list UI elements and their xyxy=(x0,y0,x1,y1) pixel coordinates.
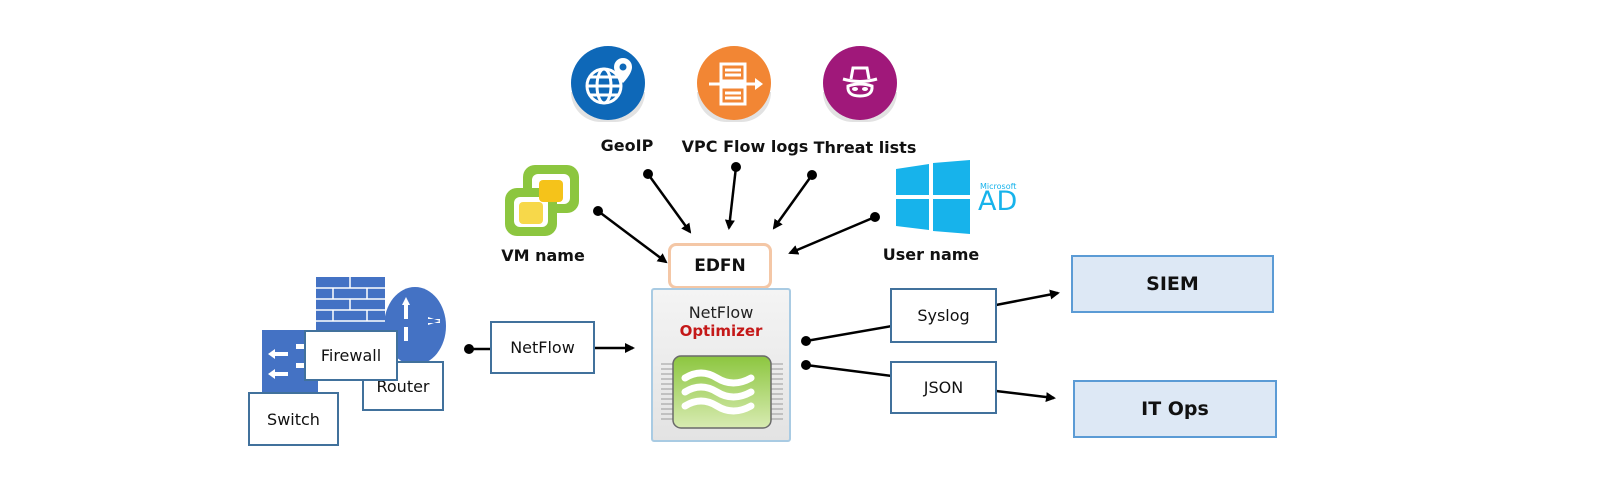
netflow-input-box: NetFlow xyxy=(490,321,595,374)
ad-brand-large: AD xyxy=(978,186,1018,217)
nfo-to-json-connector xyxy=(805,363,893,378)
spy-mask-icon xyxy=(823,46,897,120)
json-to-itops-connector xyxy=(995,389,1056,403)
syslog-label: Syslog xyxy=(917,306,970,325)
itops-label: IT Ops xyxy=(1141,398,1209,420)
firewall-label: Firewall xyxy=(320,346,382,365)
threat-connector xyxy=(772,174,814,230)
syslog-out-dot xyxy=(801,336,811,346)
json-box: JSON xyxy=(890,361,997,414)
itops-box: IT Ops xyxy=(1073,380,1277,438)
vmware-icon xyxy=(503,162,583,242)
nfo-appliance-icon xyxy=(659,354,785,430)
user-label: User name xyxy=(882,245,980,264)
geoip-connector xyxy=(646,173,692,234)
user-dot xyxy=(870,212,880,222)
nfo-title: NetFlow xyxy=(688,303,754,322)
user-connector xyxy=(788,215,876,255)
vpc-label: VPC Flow logs xyxy=(681,137,809,156)
geoip-label: GeoIP xyxy=(600,136,654,155)
json-out-dot xyxy=(801,360,811,370)
syslog-box: Syslog xyxy=(890,288,997,343)
vpc-dot xyxy=(731,162,741,172)
globe-location-icon xyxy=(571,46,645,120)
json-label: JSON xyxy=(923,378,964,397)
vm-label: VM name xyxy=(501,246,585,265)
switch-label: Switch xyxy=(267,409,320,429)
ad-brand-small: Microsoft xyxy=(980,182,1017,191)
firewall-box: Firewall xyxy=(304,330,398,381)
edfn-box: EDFN xyxy=(668,243,772,289)
siem-box: SIEM xyxy=(1071,255,1274,313)
nfo-subtitle: Optimizer xyxy=(679,322,763,340)
switch-box: Switch xyxy=(248,392,339,446)
threat-dot xyxy=(807,170,817,180)
vm-connector xyxy=(597,210,668,264)
netflow-input-label: NetFlow xyxy=(510,338,575,357)
syslog-to-siem-connector xyxy=(995,289,1060,307)
router-label: Router xyxy=(376,376,430,396)
edfn-label: EDFN xyxy=(694,256,746,276)
vpc-connector xyxy=(724,166,738,230)
firewall-device-icon xyxy=(316,277,385,335)
netflow-in-dot xyxy=(464,344,474,354)
netflow-optimizer-box: NetFlow Optimizer xyxy=(651,288,791,442)
vm-dot xyxy=(593,206,603,216)
geoip-dot xyxy=(643,169,653,179)
nfo-to-syslog-connector xyxy=(805,324,893,343)
threat-label: Threat lists xyxy=(813,138,917,157)
siem-label: SIEM xyxy=(1146,273,1199,295)
windows-ad-icon xyxy=(896,160,972,234)
flow-log-icon xyxy=(697,46,771,120)
